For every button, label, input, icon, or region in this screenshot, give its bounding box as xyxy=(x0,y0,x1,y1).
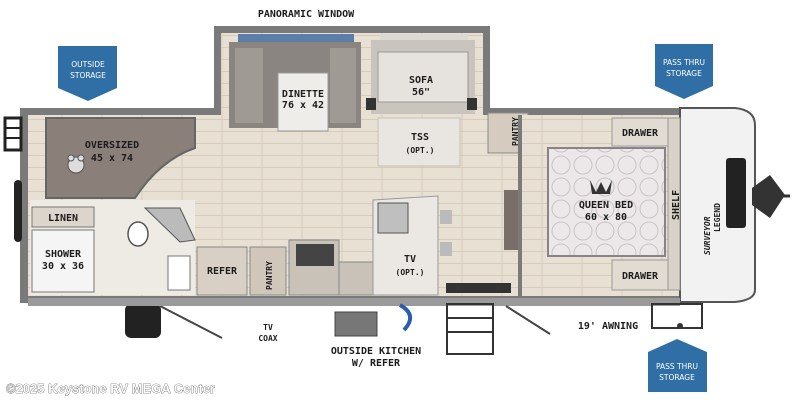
pass-thru-top-text2: STORAGE xyxy=(666,69,702,78)
queen-bed-size: 60 x 80 xyxy=(585,212,627,223)
oversized-bed-label: OVERSIZED xyxy=(85,140,139,151)
sofa-size: 56" xyxy=(412,87,430,98)
outside-kitchen-label: OUTSIDE KITCHEN xyxy=(331,346,421,357)
oversized-bed-area: OVERSIZED 45 x 74 xyxy=(45,117,196,199)
pass-thru-storage-bottom-badge: PASS THRU STORAGE xyxy=(648,339,707,392)
tv-label: TV xyxy=(404,254,416,265)
refer-label: REFER xyxy=(207,266,238,277)
shower-label: SHOWER xyxy=(45,249,82,260)
sofa-area: SOFA 56" xyxy=(366,34,477,114)
outside-storage-text: OUTSIDE xyxy=(71,60,105,69)
shelf-label: SHELF xyxy=(671,190,682,220)
tv-opt: (OPT.) xyxy=(396,268,425,277)
pass-thru-top-text: PASS THRU xyxy=(663,58,705,67)
outside-storage-badge: OUTSIDE STORAGE xyxy=(58,46,117,101)
dinette-area: DINETTE 76 x 42 xyxy=(229,34,361,132)
queen-bed-label: QUEEN BED xyxy=(579,200,633,211)
sofa-label: SOFA xyxy=(409,75,433,86)
linen-label: LINEN xyxy=(48,213,78,224)
pantry-right-label: PANTRY xyxy=(511,117,520,146)
tv-coax-sub: COAX xyxy=(258,334,277,343)
bathroom: LINEN SHOWER 30 x 36 xyxy=(30,200,196,295)
shower-size: 30 x 36 xyxy=(42,261,84,272)
oversized-bed-size: 45 x 74 xyxy=(91,153,133,164)
front-bedroom: QUEEN BED 60 x 80 DRAWER DRAWER SHELF xyxy=(504,115,682,296)
rear-hitch xyxy=(3,116,23,242)
dinette-label: DINETTE xyxy=(282,89,324,100)
brand-logo: SURVEYOR xyxy=(703,216,712,255)
outside-storage-text2: STORAGE xyxy=(70,71,106,80)
dinette-size: 76 x 42 xyxy=(282,100,324,111)
panoramic-window-label: PANORAMIC WINDOW xyxy=(258,9,355,20)
tss-area: TSS (OPT.) xyxy=(377,117,461,167)
watermark: ©2025 Keystone RV MEGA Center xyxy=(6,381,215,396)
brand-sub: LEGEND xyxy=(713,203,722,232)
tv-coax-label: TV xyxy=(263,323,273,332)
drawer-top-label: DRAWER xyxy=(622,128,659,139)
outside-kitchen-sub: W/ REFER xyxy=(352,358,401,369)
kitchen: REFER PANTRY TV (OPT.) xyxy=(196,195,511,296)
front-cap: SURVEYOR LEGEND xyxy=(679,107,790,303)
pass-thru-bottom-text2: STORAGE xyxy=(659,373,695,382)
tss-label: TSS xyxy=(411,132,429,143)
pass-thru-bottom-text: PASS THRU xyxy=(656,362,698,371)
drawer-bottom-label: DRAWER xyxy=(622,271,659,282)
awning-label: 19' AWNING xyxy=(578,321,638,332)
pass-thru-storage-top-badge: PASS THRU STORAGE xyxy=(655,44,713,99)
tss-opt: (OPT.) xyxy=(406,146,435,155)
pantry-left-label: PANTRY xyxy=(265,261,274,290)
exterior-bottom: TV COAX OUTSIDE KITCHEN W/ REFER 19' AWN… xyxy=(28,298,703,369)
